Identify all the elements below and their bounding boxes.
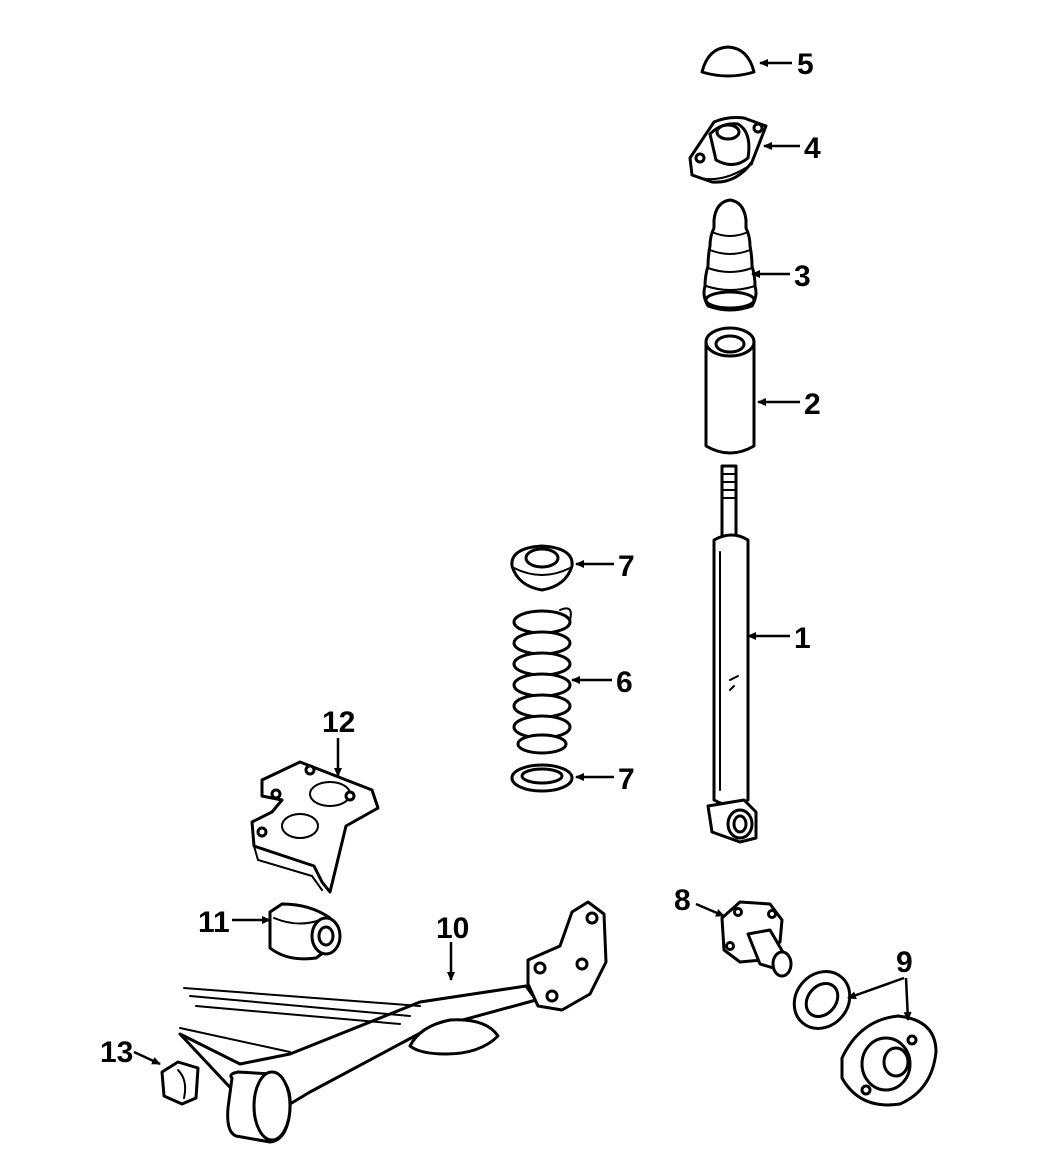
clamp-part	[160, 1060, 200, 1106]
upper-spring-seat-part	[510, 544, 574, 592]
callout-2: 2	[804, 388, 821, 421]
axle-beam-part	[178, 900, 608, 1144]
leader-13	[133, 1050, 161, 1066]
callout-3: 3	[794, 260, 811, 293]
dust-boot-part	[704, 326, 756, 455]
callout-labels: 5 4 3 2 1 7 6 7 12 11 10 13 8 9	[100, 48, 913, 1069]
leader-9b	[903, 977, 912, 1021]
callout-6: 6	[616, 666, 633, 699]
callout-8: 8	[674, 884, 691, 917]
callout-10: 10	[436, 912, 469, 945]
coil-spring-part	[512, 607, 572, 755]
mount-bracket-part	[250, 760, 380, 894]
hub-bearing-part	[792, 970, 938, 1107]
callout-4: 4	[804, 132, 821, 165]
callout-7-lower: 7	[618, 763, 635, 796]
lower-spring-seat-part	[510, 763, 574, 793]
leader-9a	[847, 976, 905, 1000]
callout-11: 11	[198, 906, 230, 939]
callout-7-upper: 7	[618, 550, 635, 583]
bushing-part	[268, 902, 342, 961]
callout-1: 1	[794, 622, 811, 655]
spindle-part	[720, 900, 793, 978]
cap-part	[700, 45, 756, 78]
shock-absorber-part	[706, 464, 758, 844]
bump-stop-part	[702, 198, 758, 312]
leader-8	[695, 902, 725, 918]
callout-5: 5	[797, 48, 814, 81]
callout-13: 13	[100, 1036, 133, 1069]
callout-12: 12	[322, 706, 355, 739]
callout-9: 9	[896, 946, 913, 979]
leader-lines	[133, 59, 912, 1066]
upper-mount-part	[688, 116, 768, 184]
